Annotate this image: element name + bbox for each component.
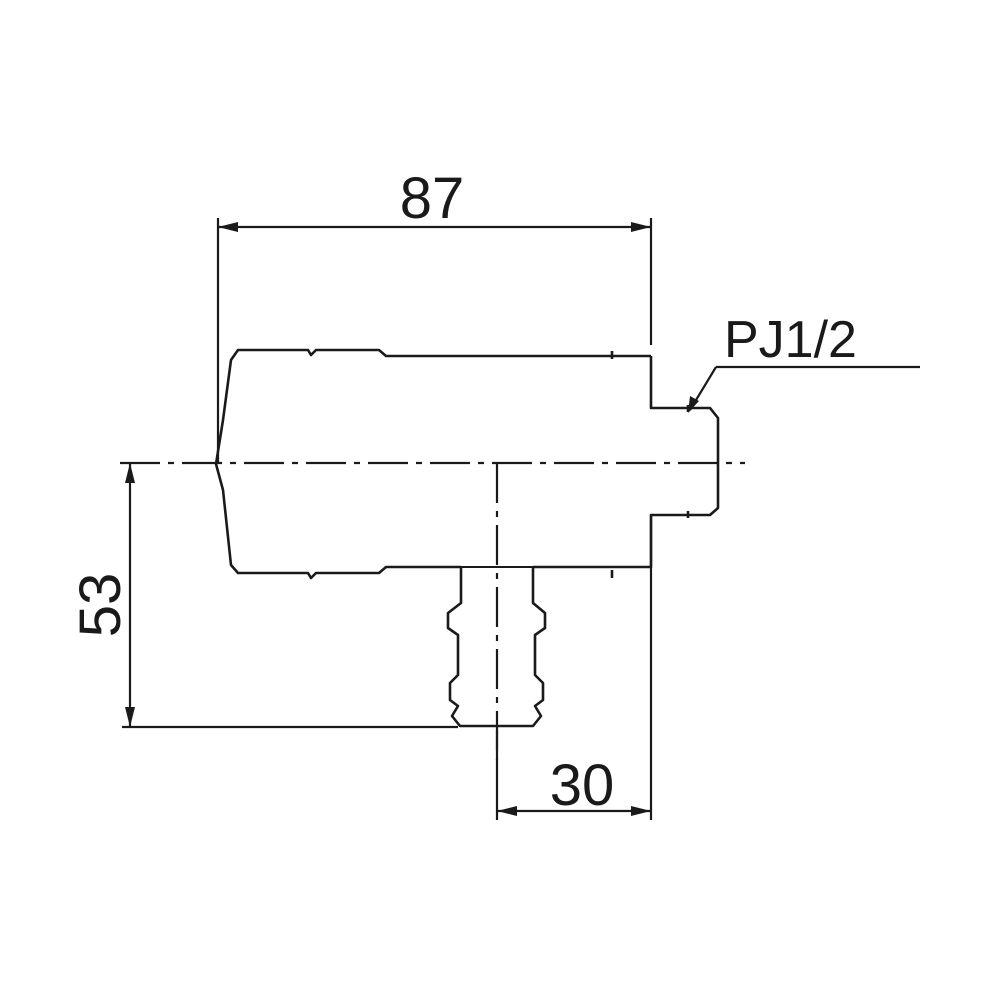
callout-arrow — [688, 396, 699, 413]
thread-callout-label: PJ1/2 — [724, 311, 857, 369]
dim-30-arrow-left — [497, 806, 517, 816]
thread-boss-outline — [533, 356, 720, 569]
dim-53-arrow-top — [125, 463, 135, 483]
dim-53-label: 53 — [68, 573, 133, 638]
dim-87-arrow-right — [631, 222, 651, 232]
dim-30-arrow-right — [631, 806, 651, 816]
dim-87-label: 87 — [400, 166, 465, 231]
dim-53-arrow-bottom — [125, 707, 135, 727]
dim-30-label: 30 — [550, 753, 615, 818]
thread-tick — [610, 351, 690, 578]
dim-87-arrow-left — [218, 222, 238, 232]
